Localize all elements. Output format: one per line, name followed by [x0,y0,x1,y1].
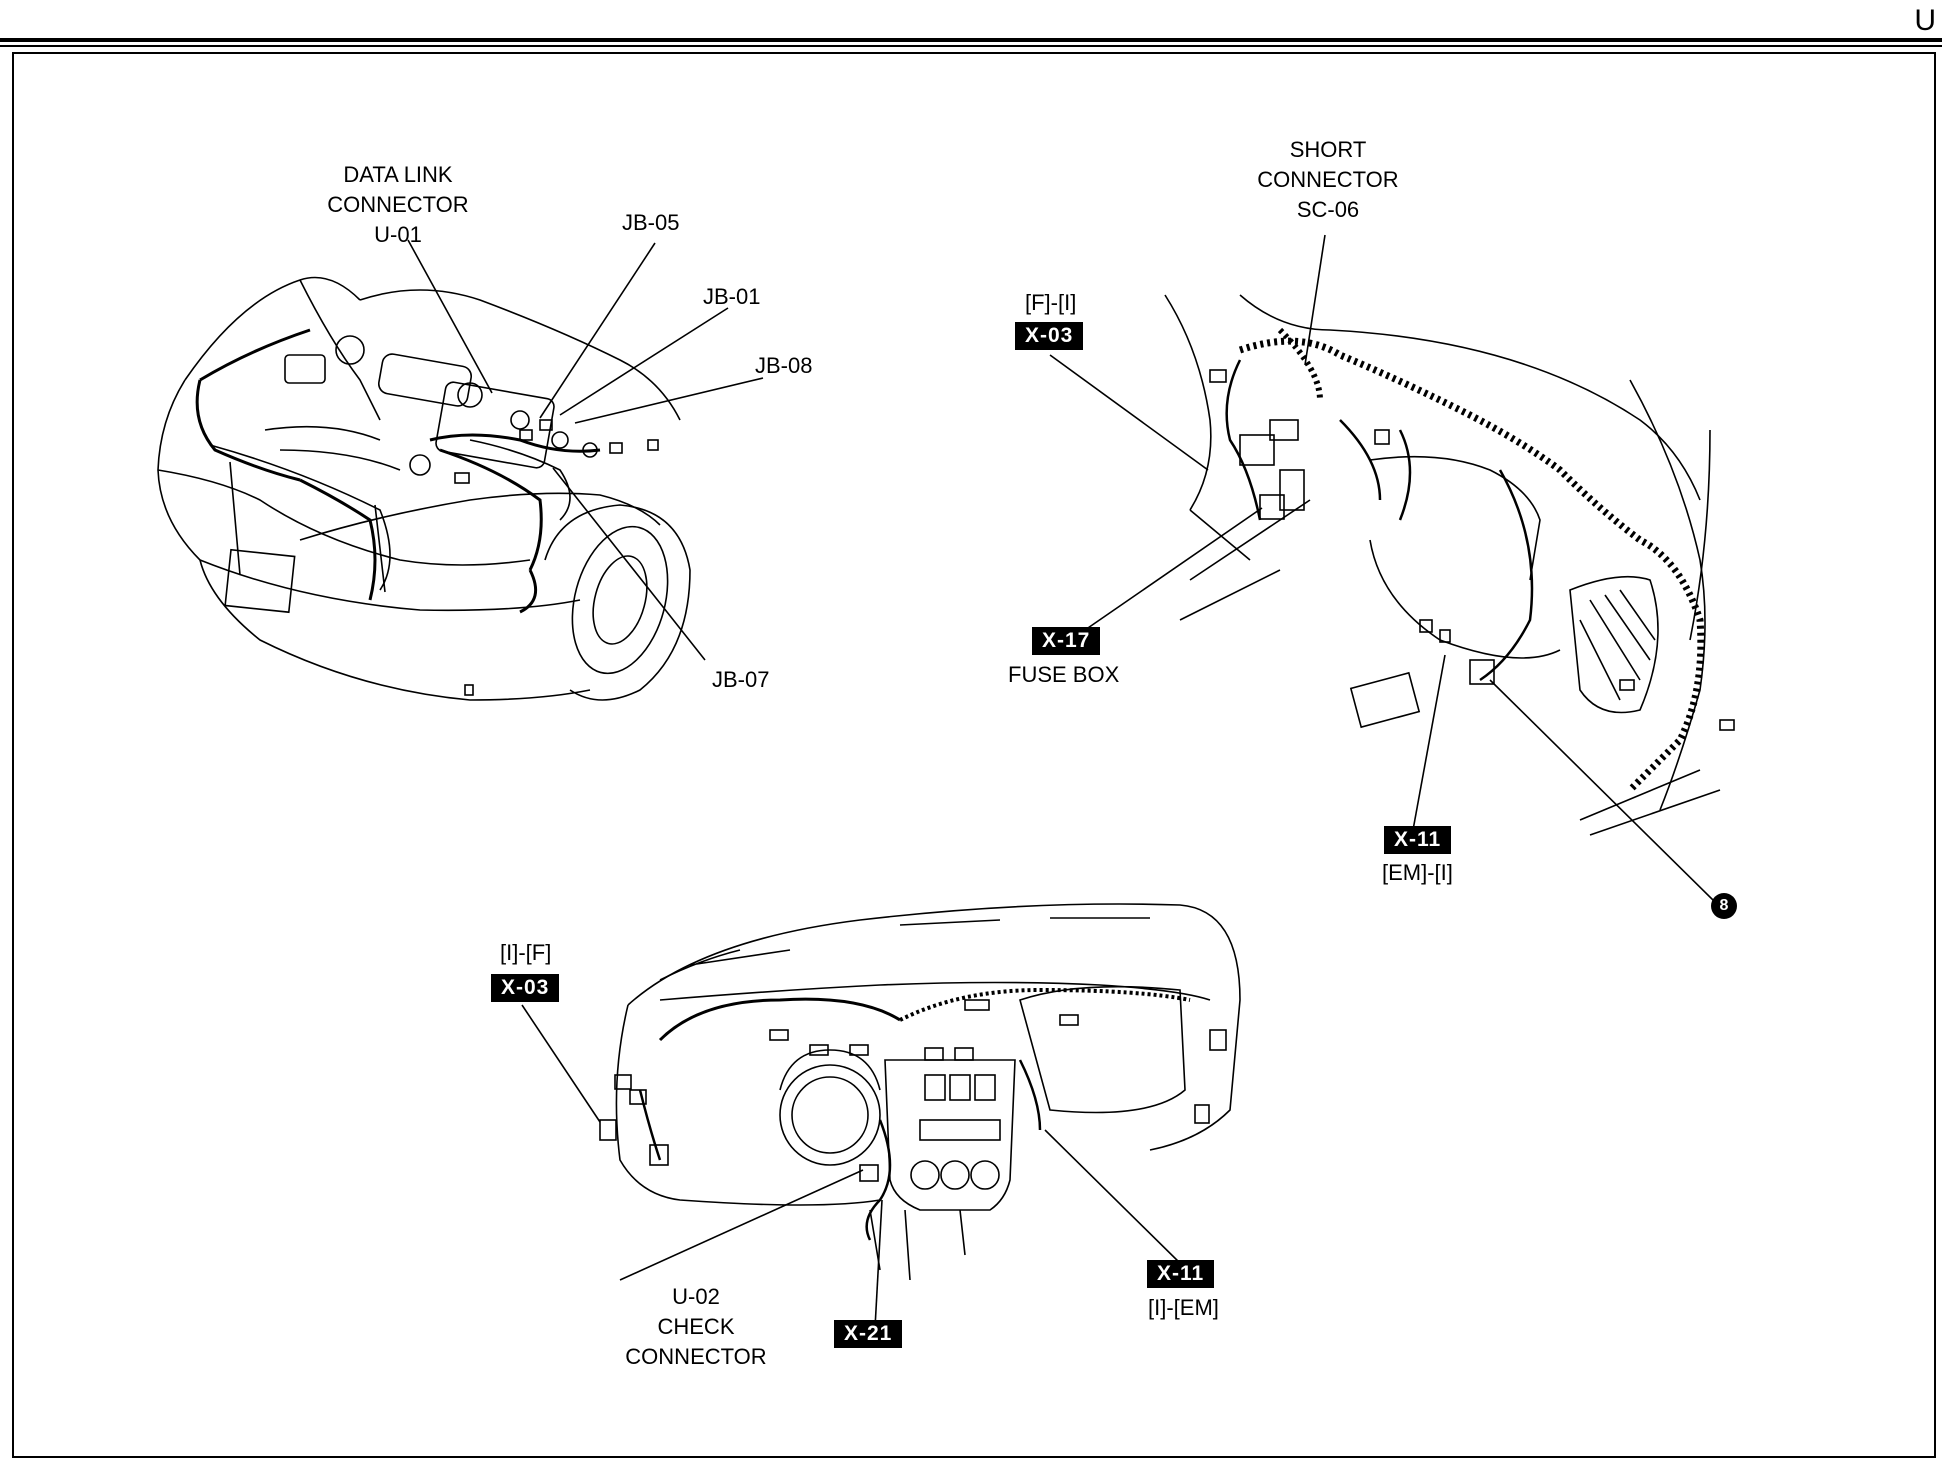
x03-dash-code: [I]-[F] [500,940,552,965]
short-connector-line1: SHORT [1289,137,1367,162]
dashboard-leader-lines [521,1004,1186,1329]
engine-leader-lines [407,239,764,661]
x11-cabin-code: [EM]-[I] [1382,860,1453,885]
x17-tag: X-17 [1032,627,1101,655]
callout-number-badge: 8 [1711,893,1737,919]
data-link-line3: U-01 [374,222,422,247]
check-connector-label: U-02 CHECK CONNECTOR [606,1282,786,1372]
x03-cabin-code: [F]-[I] [1025,290,1077,315]
x03-cabin-tag: X-03 [1015,322,1084,350]
x03-dash-tag: X-03 [491,974,560,1002]
short-connector-label: SHORT CONNECTOR SC-06 [1248,135,1408,225]
fuse-box-label: FUSE BOX [1008,662,1120,687]
jb05-label: JB-05 [622,210,680,235]
check-connector-line2: CHECK [657,1314,735,1339]
cabin-cowl-illustration [1164,294,1735,836]
cabin-leader-lines [1049,234,1716,903]
engine-compartment-illustration [157,276,691,701]
x21-tag: X-21 [834,1320,903,1348]
check-connector-line3: CONNECTOR [625,1344,767,1369]
page-letter: U [1914,4,1936,37]
diagram-frame [12,52,1936,1458]
jb08-label: JB-08 [755,353,813,378]
check-connector-line1: U-02 [672,1284,720,1309]
short-connector-line2: CONNECTOR [1257,167,1399,192]
x11-dash-code: [I]-[EM] [1148,1295,1219,1320]
data-link-connector-label: DATA LINK CONNECTOR U-01 [318,160,478,250]
data-link-line1: DATA LINK [343,162,453,187]
data-link-line2: CONNECTOR [327,192,469,217]
header-rule-thick [0,38,1942,42]
header-rule-thin [0,45,1942,47]
x11-cabin-tag: X-11 [1384,826,1452,854]
short-connector-line3: SC-06 [1296,197,1360,222]
jb01-label: JB-01 [703,284,761,309]
jb07-label: JB-07 [712,667,770,692]
dashboard-illustration [599,903,1241,1281]
x11-dash-tag: X-11 [1147,1260,1215,1288]
